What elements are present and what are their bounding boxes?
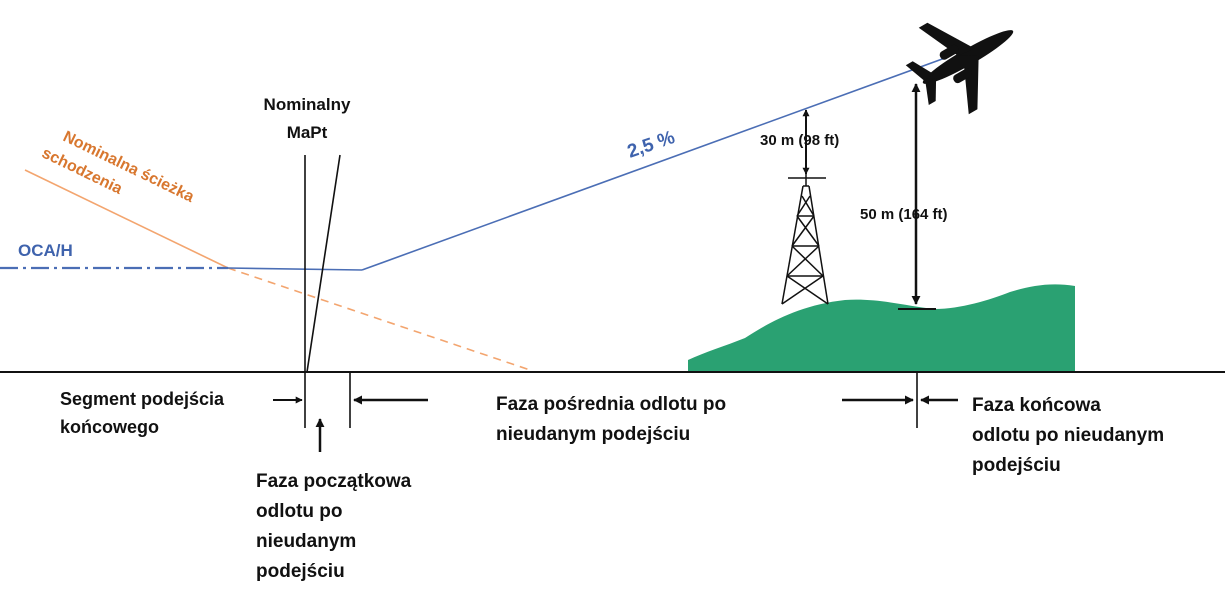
pylon-icon: [781, 172, 829, 305]
final-segment-label-line2: końcowego: [60, 417, 159, 437]
descent-path-extension: [227, 267, 531, 371]
descent-path-line: [24, 169, 229, 269]
descent-path-label: Nominalna ścieżka schodzenia: [39, 128, 197, 206]
intermediate-phase-label-line2: nieudanym podejściu: [496, 424, 690, 445]
oca-h-label: OCA/H: [18, 241, 73, 260]
mapt-tolerance-line: [306, 154, 341, 373]
clearance-50m-label: 50 m (164 ft): [860, 206, 948, 223]
intermediate-phase-label-line1: Faza pośrednia odlotu po: [496, 394, 726, 415]
initial-phase-label-line2: odlotu po: [256, 501, 343, 522]
initial-phase-label-line3: nieudanym: [256, 531, 356, 552]
airplane-icon: [905, 22, 1014, 115]
clearance-30m-label: 30 m (98 ft): [760, 132, 839, 149]
initial-phase-label-line4: podejściu: [256, 561, 345, 582]
nominal-mapt-label-line1: Nominalny: [264, 95, 351, 114]
final-phase-label-line1: Faza końcowa: [972, 395, 1101, 416]
terrain-hill: [688, 284, 1075, 372]
nominal-mapt-label-line2: MaPt: [287, 123, 328, 142]
final-phase-label-line2: odlotu po nieudanym: [972, 425, 1164, 446]
climb-gradient-line: [361, 57, 946, 271]
initial-phase-label-line1: Faza początkowa: [256, 471, 412, 492]
final-phase-label-line3: podejściu: [972, 455, 1061, 476]
final-segment-label-line1: Segment podejścia: [60, 389, 225, 409]
oca-h-level-segment: [227, 267, 363, 271]
